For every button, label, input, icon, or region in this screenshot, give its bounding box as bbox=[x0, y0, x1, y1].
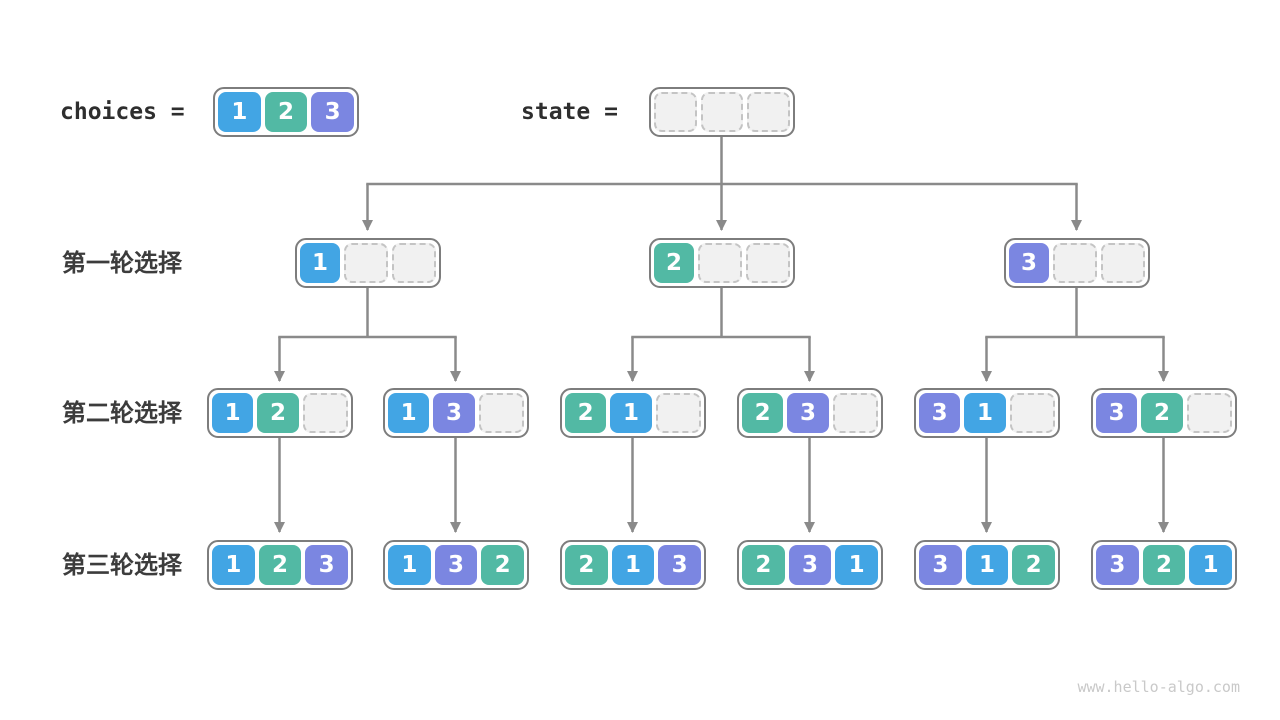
array-cell-1: 1 bbox=[610, 393, 652, 433]
round-3-label: 第三轮选择 bbox=[62, 551, 182, 579]
array-cell-empty bbox=[392, 243, 436, 283]
array-cell-3: 3 bbox=[919, 393, 961, 433]
array-cell-2: 2 bbox=[1012, 545, 1056, 585]
array-cell-empty bbox=[746, 243, 790, 283]
array-cell-2: 2 bbox=[264, 92, 308, 132]
array-cell-2: 2 bbox=[1141, 393, 1183, 433]
array-cell-3: 3 bbox=[1096, 393, 1138, 433]
array-cell-1: 1 bbox=[300, 243, 340, 283]
array-cell-1: 1 bbox=[835, 545, 879, 585]
array-cell-3: 3 bbox=[658, 545, 702, 585]
array-cell-3: 3 bbox=[919, 545, 962, 585]
array-cell-2: 2 bbox=[258, 545, 302, 585]
array-cell-1: 1 bbox=[212, 393, 254, 433]
array-cell-2: 2 bbox=[742, 393, 784, 433]
array-cell-empty bbox=[1009, 393, 1055, 433]
array-cell-2: 2 bbox=[257, 393, 299, 433]
state-box-r1-3: 3 bbox=[1004, 238, 1150, 288]
array-cell-2: 2 bbox=[565, 545, 608, 585]
array-cell-1: 1 bbox=[1189, 545, 1233, 585]
array-cell-empty bbox=[747, 92, 791, 132]
array-cell-3: 3 bbox=[788, 545, 832, 585]
array-cell-2: 2 bbox=[565, 393, 607, 433]
array-cell-1: 1 bbox=[611, 545, 655, 585]
array-cell-1: 1 bbox=[964, 393, 1006, 433]
array-cell-empty bbox=[478, 393, 524, 433]
array-cell-1: 1 bbox=[388, 545, 431, 585]
state-box-r1-1: 1 bbox=[295, 238, 441, 288]
round-1-label: 第一轮选择 bbox=[62, 249, 182, 277]
watermark: www.hello-algo.com bbox=[1077, 678, 1240, 696]
array-cell-empty bbox=[654, 92, 697, 132]
array-cell-2: 2 bbox=[1142, 545, 1186, 585]
array-cell-3: 3 bbox=[433, 393, 475, 433]
array-cell-3: 3 bbox=[1009, 243, 1049, 283]
connector-lines bbox=[274, 137, 1169, 533]
array-cell-empty bbox=[1101, 243, 1145, 283]
array-cell-1: 1 bbox=[212, 545, 255, 585]
array-cell-3: 3 bbox=[305, 545, 349, 585]
array-cell-empty bbox=[700, 92, 744, 132]
array-cell-1: 1 bbox=[388, 393, 430, 433]
array-cell-empty bbox=[1053, 243, 1097, 283]
state-array-root bbox=[649, 87, 795, 137]
array-cell-empty bbox=[832, 393, 878, 433]
array-cell-2: 2 bbox=[742, 545, 785, 585]
array-cell-3: 3 bbox=[434, 545, 478, 585]
array-cell-2: 2 bbox=[481, 545, 525, 585]
array-cell-3: 3 bbox=[787, 393, 829, 433]
array-cell-empty bbox=[302, 393, 348, 433]
round-2-label: 第二轮选择 bbox=[62, 399, 182, 427]
state-label: state = bbox=[521, 99, 618, 125]
state-box-r1-2: 2 bbox=[649, 238, 795, 288]
array-cell-1: 1 bbox=[218, 92, 261, 132]
array-cell-empty bbox=[698, 243, 742, 283]
array-cell-empty bbox=[655, 393, 701, 433]
array-cell-3: 3 bbox=[311, 92, 355, 132]
array-cell-empty bbox=[344, 243, 388, 283]
array-cell-2: 2 bbox=[654, 243, 694, 283]
choices-label: choices = bbox=[60, 99, 185, 125]
array-cell-empty bbox=[1186, 393, 1232, 433]
array-cell-3: 3 bbox=[1096, 545, 1139, 585]
array-cell-1: 1 bbox=[965, 545, 1009, 585]
